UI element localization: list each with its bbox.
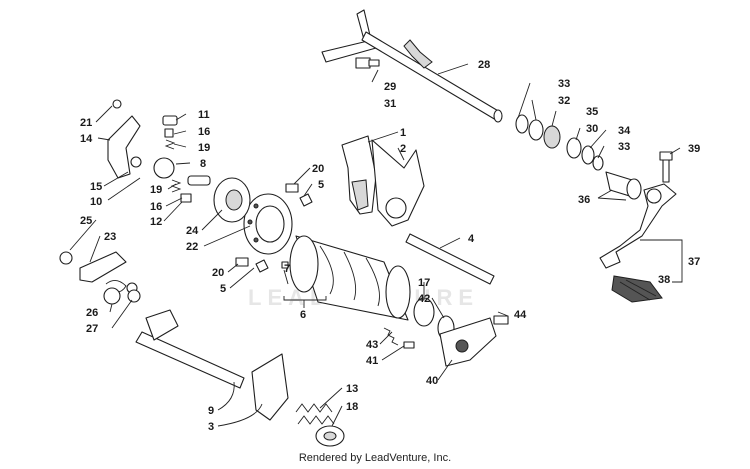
shift-drum-6 [289,235,411,321]
callout-14: 14 [80,133,93,145]
callout-labels: 28 29 31 33 32 35 30 34 33 36 39 37 38 1… [80,59,700,433]
callout-37: 37 [688,256,700,268]
bushing-36 [605,171,642,200]
spring-13 [295,403,335,425]
bearing-22 [243,193,293,255]
callout-28: 28 [478,59,490,71]
callout-8: 8 [200,158,206,170]
callout-29: 29 [384,81,396,93]
callout-43: 43 [366,339,378,351]
fork-shaft-4 [405,233,495,285]
callout-4: 4 [468,233,475,245]
bolt-29 [355,57,380,69]
bolt-39 [659,151,673,183]
stopper-arm-14 [107,99,142,179]
callout-33-top: 33 [558,78,570,90]
pedal-rubber-38 [611,275,663,303]
shift-shaft-28 [321,9,503,123]
callout-6: 6 [300,309,306,321]
callout-41: 41 [366,355,378,367]
callout-26: 26 [86,307,98,319]
cover-40 [439,317,497,367]
bolt-44 [493,315,509,325]
bolt-washer-upper [285,183,313,207]
callout-7: 7 [284,263,290,275]
callout-36: 36 [578,194,590,206]
callout-10: 10 [90,196,102,208]
shift-fork-1 [341,135,377,215]
callout-5-lower: 5 [220,283,226,295]
callout-35: 35 [586,106,598,118]
callout-11: 11 [198,109,210,121]
callout-34: 34 [618,125,631,137]
callout-21: 21 [80,117,92,129]
callout-1: 1 [400,127,406,139]
callout-38: 38 [658,274,670,286]
callout-40: 40 [426,375,438,387]
callout-19-upper: 19 [198,142,210,154]
callout-23: 23 [104,231,116,243]
callout-17: 17 [418,277,430,289]
callout-3: 3 [208,421,214,433]
callout-13: 13 [346,383,358,395]
callout-20-lower: 20 [212,267,224,279]
callout-32: 32 [558,95,570,107]
callout-39: 39 [688,143,700,155]
callout-27: 27 [86,323,98,335]
callout-16-lower: 16 [150,201,162,213]
callout-20-upper: 20 [312,163,324,175]
callout-42: 42 [418,293,430,305]
callout-31: 31 [384,98,396,110]
callout-44: 44 [514,309,527,321]
shift-arm-23 [59,251,138,294]
shift-pedal-37 [599,183,677,269]
gear-shift-shaft-9 [135,309,245,389]
shift-cam-24 [213,177,251,223]
footer-credit: Rendered by LeadVenture, Inc. [298,452,452,464]
callout-25: 25 [80,215,92,227]
callout-2: 2 [400,143,406,155]
callout-22: 22 [186,241,198,253]
ring-stack [515,114,604,171]
bolt-washer-lower [235,257,289,273]
callout-24: 24 [186,225,199,237]
callout-16-upper: 16 [198,126,210,138]
callout-30: 30 [586,123,598,135]
callout-9: 9 [208,405,214,417]
callout-18: 18 [346,401,358,413]
spring-pin-43-41 [383,327,415,349]
collar-18 [315,425,345,447]
callout-12: 12 [150,216,162,228]
callout-15: 15 [90,181,102,193]
shift-fork-2 [371,139,425,227]
washer-26-spring-27 [103,287,141,305]
shift-fork-3 [251,353,289,421]
callout-33-bottom: 33 [618,141,630,153]
callout-5-upper: 5 [318,179,324,191]
leader-lines [69,63,683,427]
callout-19-lower: 19 [150,184,162,196]
